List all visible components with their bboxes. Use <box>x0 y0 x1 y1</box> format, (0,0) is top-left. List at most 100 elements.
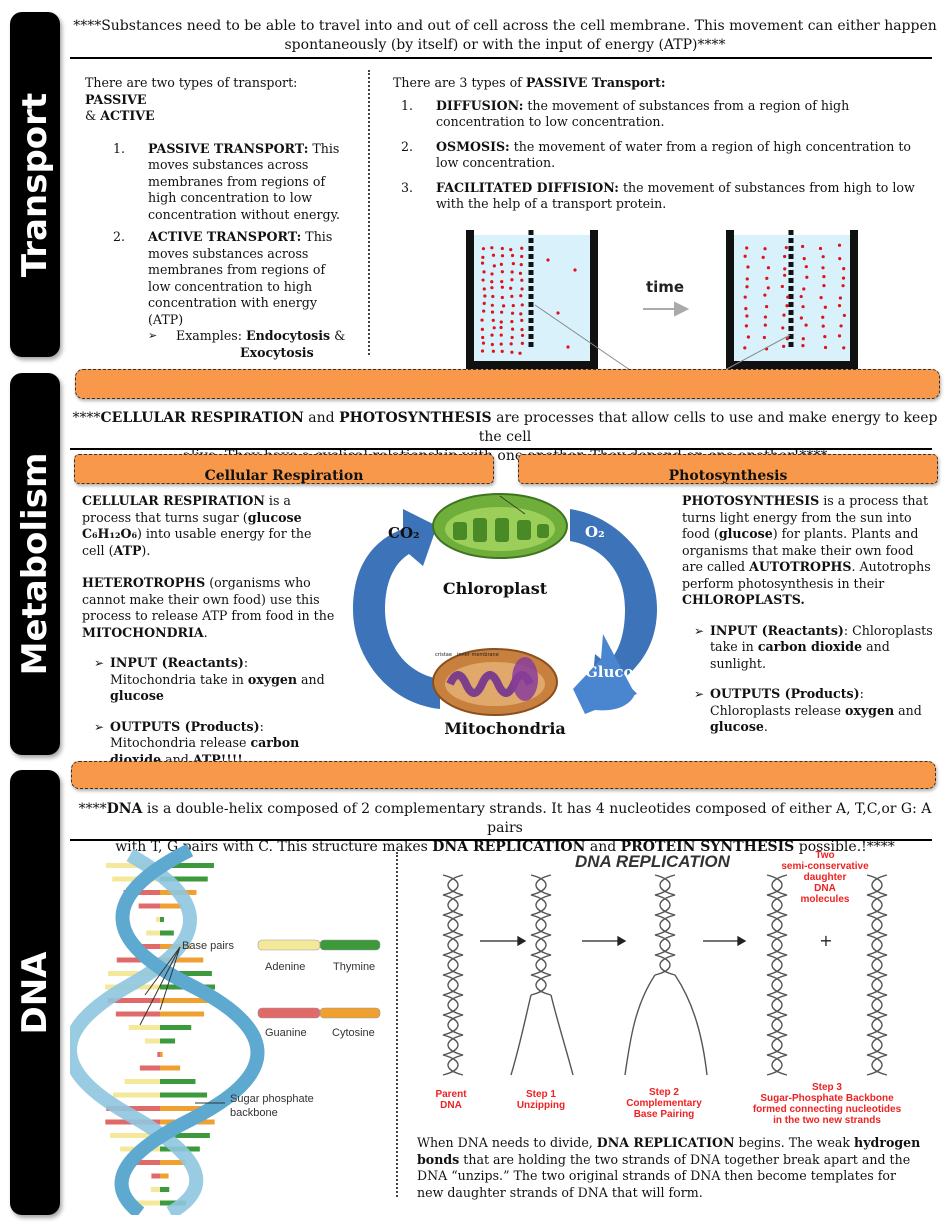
dna-strand <box>447 874 464 1076</box>
list-item-photo-input: ➢ INPUT (Reactants): Chloroplasts take i… <box>694 622 933 671</box>
solute-dot <box>511 327 515 331</box>
photosynthesis-text: PHOTOSYNTHESIS is a process that turns l… <box>682 493 937 750</box>
step2-caption-1: Step 2 <box>649 1087 679 1098</box>
solute-dot <box>520 341 524 346</box>
solute-dot <box>491 294 495 299</box>
dna-strand <box>654 874 671 976</box>
solute-dot <box>842 313 847 318</box>
solute-dot <box>781 326 785 330</box>
transport-rule <box>70 57 932 59</box>
solute-dot <box>766 266 771 270</box>
transport-divider <box>368 70 370 355</box>
mitochondria-illustration: cristae inner membrane <box>432 648 558 716</box>
solute-dot <box>511 303 515 308</box>
transport-intro: ****Substances need to be able to travel… <box>70 17 940 55</box>
base-pair-rung <box>160 863 214 868</box>
solute-dot <box>510 320 514 324</box>
solute-dot <box>481 341 486 345</box>
solute-dot <box>482 309 486 313</box>
solute-dot <box>786 295 790 299</box>
solute-dot <box>500 280 504 284</box>
section-title-transport: Transport <box>15 92 55 277</box>
solute-dot <box>491 318 495 322</box>
mito-membrane-label: inner membrane <box>457 652 499 658</box>
solute-dot <box>499 325 503 330</box>
solute-dot <box>518 351 522 355</box>
energy-cycle-diagram: CO₂ O₂ Glucose Chloroplast cristae inner… <box>353 493 657 738</box>
solute-dot <box>482 287 486 291</box>
metabolism-intro: ****CELLULAR RESPIRATION and PHOTOSYNTHE… <box>72 410 938 464</box>
solute-dot <box>782 344 786 349</box>
base-pair-rung <box>160 1038 176 1044</box>
solute-dot <box>841 284 845 288</box>
solute-dot <box>510 335 514 340</box>
solute-dot <box>499 320 503 324</box>
solute-dot <box>783 273 787 277</box>
solute-dot <box>765 276 769 280</box>
solute-dot <box>766 286 770 290</box>
base-pair-rung <box>108 971 160 976</box>
solute-dot <box>821 324 825 328</box>
solute-dot <box>573 268 577 272</box>
solute-dot <box>510 253 515 258</box>
solute-dot <box>841 276 846 280</box>
dna-strand <box>530 874 547 996</box>
solute-dot <box>483 294 487 298</box>
solute-dot <box>509 248 513 252</box>
sidebar-metabolism: Metabolism <box>10 373 60 755</box>
solute-dot <box>509 286 513 290</box>
solute-dot <box>821 266 825 270</box>
base-pair-rung <box>146 930 160 936</box>
base-pair-rung <box>106 1106 160 1111</box>
solute-dot <box>490 286 494 290</box>
o2-arrow <box>570 509 657 709</box>
solute-dot <box>520 318 524 323</box>
base-pair-rung <box>151 1173 160 1179</box>
step1-caption-1: Step 1 <box>526 1089 556 1100</box>
solute-dot <box>799 316 803 320</box>
solute-dot <box>801 305 805 309</box>
solute-dot <box>481 335 485 340</box>
step1-caption-2: Unzipping <box>517 1100 565 1111</box>
solute-dot <box>519 312 523 316</box>
solute-dot <box>744 324 749 328</box>
base-pair-rung <box>129 944 160 949</box>
dna-helix-figure: Base pairs Adenine Thymine Guanine Cytos… <box>70 845 381 1215</box>
base-pair-rung <box>160 1160 186 1165</box>
o2-label: O₂ <box>585 523 605 541</box>
solute-dot <box>481 278 485 282</box>
solute-dot <box>490 342 494 347</box>
solute-dot <box>511 261 515 266</box>
solute-dot <box>510 270 514 274</box>
dna-strand <box>535 874 552 996</box>
solute-dot <box>822 274 826 279</box>
solute-dot <box>802 257 806 261</box>
solute-dot <box>785 304 789 308</box>
base-pair-rung <box>160 971 212 976</box>
base-pair-rung <box>128 1025 160 1030</box>
step3-caption-1: Step 3 <box>812 1082 842 1093</box>
solute-dot <box>743 295 747 299</box>
section-divider-transport <box>75 369 940 399</box>
list-item-facilitated: 3.FACILITATED DIFFISION: the movement of… <box>401 179 915 212</box>
solute-dot <box>842 267 846 271</box>
solute-dot <box>546 258 550 262</box>
solute-dot <box>745 246 749 250</box>
section-title-dna: DNA <box>15 951 55 1034</box>
step2-caption-3: Base Pairing <box>634 1109 695 1120</box>
base-pair-rung <box>110 1133 160 1138</box>
base-pair-rung <box>133 1200 160 1206</box>
dna-strand <box>766 874 783 1076</box>
base-pair-rung <box>160 1065 181 1071</box>
list-item-osmosis: 2.OSMOSIS: the movement of water from a … <box>401 138 912 171</box>
solute-dot <box>763 293 767 297</box>
solute-dot <box>745 277 749 281</box>
base-pair-rung <box>123 890 160 895</box>
adenine-thymine-key: Adenine Thymine <box>257 939 381 973</box>
solute-dot <box>481 255 485 259</box>
solute-dot <box>785 337 789 341</box>
base-pair-rung <box>106 863 160 868</box>
guanine-cytosine-key: Guanine Cytosine <box>257 1007 381 1039</box>
examples-line: ➢ Examples: Endocytosis & Exocytosis <box>148 328 346 360</box>
solute-dot <box>519 294 523 298</box>
